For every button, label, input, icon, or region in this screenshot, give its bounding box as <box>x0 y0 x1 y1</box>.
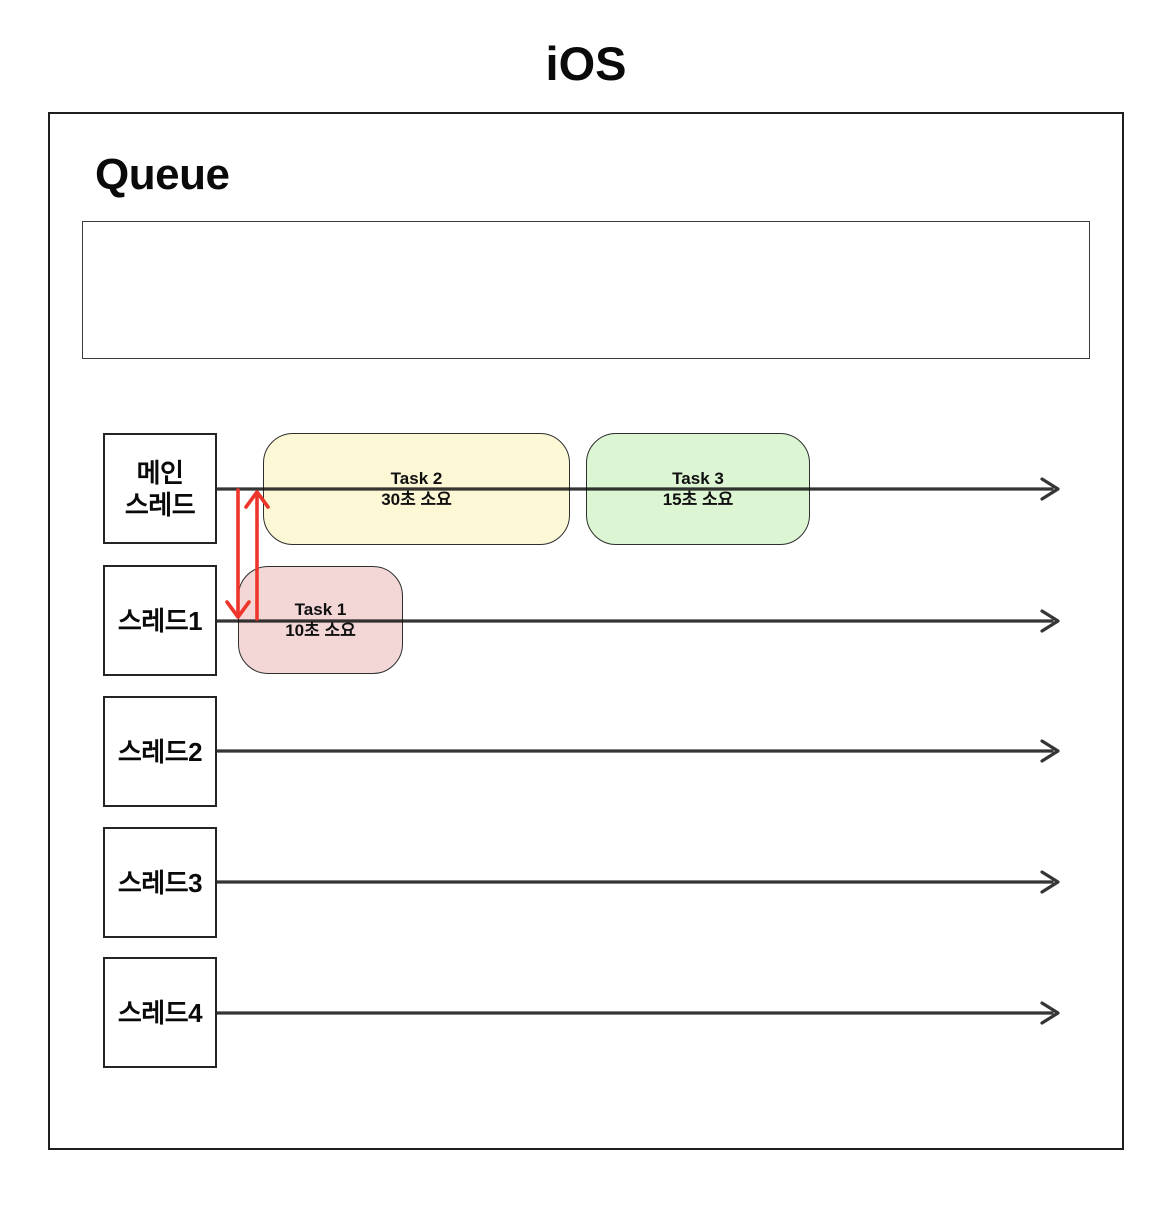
task-1-block: Task 1 10초 소요 <box>238 566 403 674</box>
thread-box-main: 메인 스레드 <box>103 433 217 544</box>
thread-main-label-line2: 스레드 <box>124 489 196 520</box>
queue-heading: Queue <box>95 150 230 199</box>
task-2-name: Task 2 <box>390 469 443 488</box>
task-3-duration: 15초 소요 <box>662 490 734 509</box>
task-3-name: Task 3 <box>672 469 724 488</box>
thread-4-label: 스레드4 <box>117 997 203 1028</box>
task-3-block: Task 3 15초 소요 <box>586 433 810 545</box>
thread-1-label: 스레드1 <box>117 605 203 636</box>
task-1-duration: 10초 소요 <box>285 621 356 640</box>
thread-box-4: 스레드4 <box>103 957 217 1068</box>
thread-main-label-line1: 메인 <box>136 457 184 488</box>
thread-box-1: 스레드1 <box>103 565 217 676</box>
thread-3-label: 스레드3 <box>117 867 203 898</box>
thread-box-2: 스레드2 <box>103 696 217 807</box>
queue-box <box>82 221 1090 359</box>
task-2-block: Task 2 30초 소요 <box>263 433 570 545</box>
task-2-duration: 30초 소요 <box>381 490 452 509</box>
thread-2-label: 스레드2 <box>117 736 203 767</box>
task-1-name: Task 1 <box>294 600 347 619</box>
page-title: iOS <box>545 37 627 90</box>
thread-box-3: 스레드3 <box>103 827 217 938</box>
